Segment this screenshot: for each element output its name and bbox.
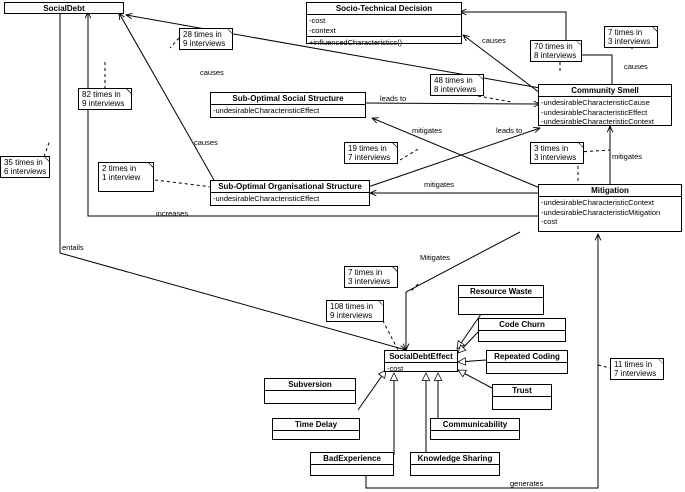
attr-context: -undesirableCharacteristicContext — [541, 117, 654, 126]
class-code-churn: Code Churn — [478, 318, 566, 342]
class-social-debt: SocialDebt — [4, 2, 124, 14]
class-mitigation-name: Mitigation — [591, 186, 629, 195]
gen-repeated-coding — [458, 360, 487, 362]
note-70-times: 70 times in 8 interviews — [530, 40, 582, 62]
note-35-times: 35 times in 6 interviews — [0, 156, 50, 178]
class-code-churn-name: Code Churn — [499, 320, 545, 329]
class-socio-technical-decision: Socio-Technical Decision -cost -context … — [306, 2, 462, 47]
class-sub-optimal-org-structure: Sub-Optimal Organisational Structure -un… — [210, 180, 370, 206]
label-causes-mid: causes — [194, 138, 218, 147]
class-repeated-coding-name: Repeated Coding — [494, 352, 560, 361]
attr-effect: -undesirableCharacteristicEffect — [213, 194, 320, 203]
label-leads-to-2: leads to — [496, 126, 523, 135]
note-108-times: 108 times in 9 interviews — [326, 300, 384, 322]
gen-trust — [458, 369, 493, 389]
label-causes-upper: causes — [624, 62, 648, 71]
class-resource-waste-name: Resource Waste — [470, 287, 532, 296]
attr-mitigation: -undesirableCharacteristicMitigation — [541, 207, 661, 217]
note-11-times: 11 times in 7 interviews — [610, 358, 664, 380]
class-trust: Trust — [492, 384, 552, 410]
label-causes-right: causes — [482, 36, 506, 45]
edge-mitigation-increases-socialdebt — [88, 12, 540, 217]
attr-effect: -undesirableCharacteristicEffect — [541, 107, 648, 117]
note-7-times-top: 7 times in 3 interviews — [604, 26, 658, 48]
class-social-debt-name: SocialDebt — [43, 4, 85, 13]
class-repeated-coding: Repeated Coding — [486, 350, 568, 374]
class-resource-waste: Resource Waste — [458, 285, 544, 315]
class-effect-name: SocialDebtEffect — [389, 352, 453, 361]
label-increases: increases — [156, 209, 189, 218]
class-org-structure-name: Sub-Optimal Organisational Structure — [218, 182, 362, 191]
note-7-times-mid: 7 times in 3 interviews — [344, 266, 398, 288]
note-28-times: 28 times in 9 interviews — [179, 28, 233, 50]
attr-cost: -cost — [309, 16, 326, 25]
edge-mitigation-mitigates-social — [372, 118, 541, 189]
attr-effect: -undesirableCharacteristicEffect — [213, 106, 320, 115]
edge-socialdebt-entails-effect — [59, 12, 406, 350]
class-subversion-name: Subversion — [288, 380, 332, 389]
label-mitigates-cap: Mitigates — [420, 253, 451, 262]
class-social-debt-effect: SocialDebtEffect -cost — [384, 350, 458, 373]
note-2-times: 2 times in 1 interview — [98, 162, 154, 192]
class-communicability: Communicability — [430, 418, 520, 440]
op-influenced-characteristics: +influencedCharacteristics() — [309, 38, 403, 47]
class-community-smell-name: Community Smell — [571, 86, 639, 95]
edge-org-leads-smell — [367, 128, 540, 188]
class-knowledge-sharing: Knowledge Sharing — [410, 452, 500, 476]
attr-context: -context — [309, 25, 336, 35]
class-subversion: Subversion — [264, 378, 356, 404]
label-mitigates-1: mitigates — [412, 126, 443, 135]
class-time-delay: Time Delay — [272, 418, 360, 440]
class-social-structure-name: Sub-Optimal Social Structure — [232, 94, 344, 103]
label-entails: entails — [62, 243, 84, 252]
class-bad-experience-name: BadExperience — [323, 454, 381, 463]
note-48-times: 48 times in 8 interviews — [430, 74, 484, 96]
attr-cause: -undesirableCharacteristicCause — [541, 98, 650, 107]
class-decision-name: Socio-Technical Decision — [335, 4, 433, 13]
class-bad-experience: BadExperience — [310, 452, 394, 476]
label-generates: generates — [510, 479, 544, 488]
note-19-times: 19 times in 7 interviews — [344, 142, 398, 164]
gen-time-delay — [357, 370, 386, 411]
class-community-smell: Community Smell -undesirableCharacterist… — [538, 84, 672, 126]
gen-code-churn — [458, 329, 481, 353]
label-mitigates-2: mitigates — [424, 180, 455, 189]
attr-cost: -cost — [387, 364, 404, 373]
edge-social-leads-smell — [365, 103, 540, 104]
note-3-times: 3 times in 3 interviews — [530, 142, 584, 164]
edge-mitigation-mitigates-effect — [406, 231, 521, 350]
label-causes-top: causes — [200, 68, 224, 77]
edge-org-causes-socialdebt — [119, 13, 215, 181]
class-time-delay-name: Time Delay — [294, 420, 338, 429]
class-mitigation: Mitigation -undesirableCharacteristicCon… — [538, 184, 682, 232]
label-leads-to-1: leads to — [380, 94, 407, 103]
edge-smell-causes-decision-2 — [463, 35, 541, 94]
class-communicability-name: Communicability — [442, 420, 508, 429]
attr-context: -undesirableCharacteristicContext — [541, 198, 654, 207]
class-trust-name: Trust — [512, 386, 532, 395]
attr-cost: -cost — [541, 217, 558, 226]
class-knowledge-sharing-name: Knowledge Sharing — [417, 454, 493, 463]
label-mitigates-3: mitigates — [612, 152, 643, 161]
class-sub-optimal-social-structure: Sub-Optimal Social Structure -undesirabl… — [210, 92, 366, 118]
note-82-times: 82 times in 9 interviews — [78, 88, 132, 110]
